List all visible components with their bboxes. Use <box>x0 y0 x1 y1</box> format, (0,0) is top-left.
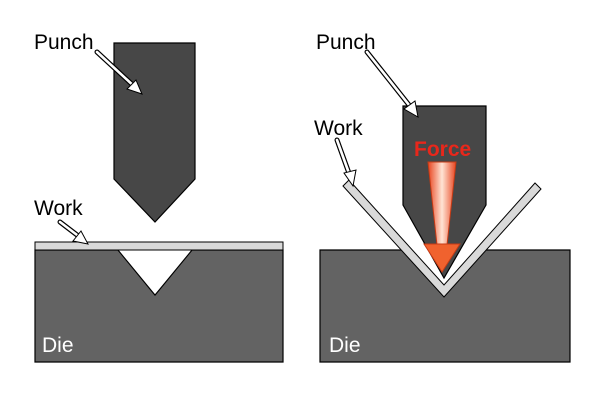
left-punch <box>113 42 196 223</box>
right-punch-pointer-arrow <box>364 49 419 118</box>
right-die-label: Die <box>329 334 361 357</box>
right-punch-label: Punch <box>316 31 376 54</box>
left-work-sheet <box>34 241 284 251</box>
force-label: Force <box>414 138 471 161</box>
left-punch-pointer-arrow <box>94 49 143 95</box>
force-arrow <box>423 161 461 273</box>
right-panel: Force Punch Work Die <box>314 31 571 363</box>
left-panel: Punch Work Die <box>34 31 284 363</box>
left-work-label: Work <box>34 197 83 220</box>
left-punch-label: Punch <box>34 31 94 54</box>
right-work-label: Work <box>314 117 363 140</box>
left-die-label: Die <box>42 334 74 357</box>
left-work-pointer-arrow <box>57 219 89 245</box>
right-work-pointer-arrow <box>334 137 357 188</box>
